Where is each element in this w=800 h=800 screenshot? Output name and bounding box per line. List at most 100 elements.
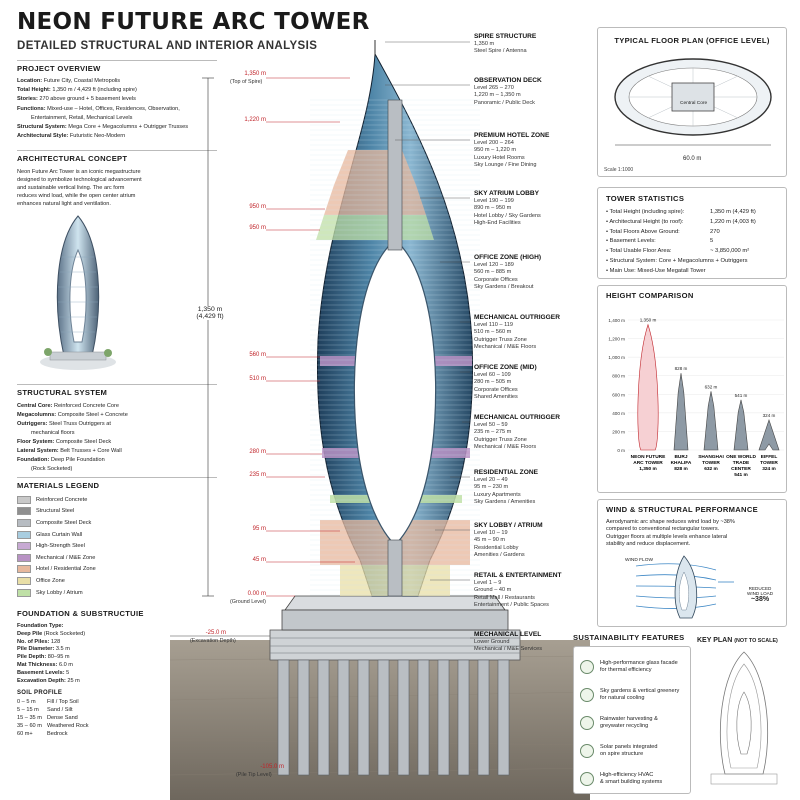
legend-item: Reinforced Concrete [17,494,217,506]
legend-heading: MATERIALS LEGEND [17,481,100,490]
zone-detail: Retail Mall / Restaurants [474,594,535,601]
zone-title: SPIRE STRUCTURE [474,33,537,40]
key-plan-note: (NOT TO SCALE) [734,638,778,644]
structural-row: Lateral System: Belt Trusses + Core Wall [17,448,122,454]
page-subtitle: DETAILED STRUCTURAL AND INTERIOR ANALYSI… [17,40,318,52]
zone-detail: Luxury Hotel Rooms [474,154,525,161]
overview-row: Entertainment, Retail, Mechanical Levels [31,114,133,121]
foundation-row: Basement Levels: 5 [17,669,70,676]
project-overview: PROJECT OVERVIEW Location: Future City, … [17,60,217,141]
height-tower-name: BURJ [674,454,687,460]
zone-detail: 560 m – 885 m [474,269,512,276]
height-tick: 800 m [612,374,625,379]
structural-heading: STRUCTURAL SYSTEM [17,388,108,397]
stat-row: • Basement Levels:5 [606,238,714,245]
zone-detail: Outrigger Truss Zone [474,336,527,343]
height-tower-value: 541 m [734,472,748,478]
height-bar-2 [703,391,719,451]
elev-510: 510 m [249,376,266,382]
zone-detail: Mechanical / M&E Floors [474,444,537,451]
elev-spire-note: (Top of Spire) [230,79,263,85]
sustain-icon [580,660,594,674]
overview-row: Architectural Style: Futuristic Neo-Mode… [17,133,126,140]
legend-item: Hotel / Residential Zone [17,564,217,576]
height-top-label: 1,350 m [640,318,657,323]
stat-row: • Main Use: Mixed-Use Megatall Tower [606,267,706,274]
zone-detail: Level 50 – 59 [474,422,508,428]
sustain-icon [580,772,594,786]
height-tower-name: EIFFEL [761,454,778,460]
wind-line: Aerodynamic arc shape reduces wind load … [606,519,735,525]
zone-detail: 95 m – 230 m [474,484,509,491]
zone-detail: Sky Gardens / Amenities [474,499,536,506]
overview-row: Structural System: Mega Core + Megacolum… [17,124,188,131]
zone-title: PREMIUM HOTEL ZONE [474,132,550,139]
concept-line: reduces wind load, while the open center… [17,193,136,199]
wind-diagram [635,555,734,619]
height-tower-name: SHANGHAI [698,454,724,460]
wind-performance: WIND & STRUCTURAL PERFORMANCE Aerodynami… [597,499,787,627]
height-heading: HEIGHT COMPARISON [606,291,694,300]
legend-label: Mechanical / M&E Zone [36,554,96,561]
zone-detail: Level 265 – 270 [474,85,514,91]
overview-row: Functions: Mixed-use – Hotel, Offices, R… [17,105,180,112]
key-plan-drawing [710,651,778,785]
stat-row: • Structural System: Core + Megacolumns … [606,257,748,264]
height-tower-value: 324 m [762,466,776,472]
zone-title: SKY LOBBY / ATRIUM [474,522,543,529]
zone-detail: Level 190 – 199 [474,198,514,204]
height-tower-name: TOWER [702,460,720,466]
zone-detail: Steel Spire / Antenna [474,48,527,55]
zone-detail: Corporate Offices [474,386,518,393]
concept-line: Neon Future Arc Tower is an iconic megas… [17,169,141,175]
foundation-row: No. of Piles: 128 [17,638,61,645]
legend-swatch [17,495,31,504]
zone-title: RESIDENTIAL ZONE [474,469,538,476]
height-tower-value: 828 m [674,466,688,472]
stats-heading: TOWER STATISTICS [606,194,685,203]
structural-system: STRUCTURAL SYSTEM Central Core: Reinforc… [17,384,217,474]
zone-detail: 1,220 m – 1,350 m [474,92,521,99]
zone-detail: Luxury Apartments [474,491,521,498]
elev-pile-note: (Pile Tip Level) [236,772,272,778]
zone-detail: Ground – 40 m [474,587,512,594]
overview-heading: PROJECT OVERVIEW [17,64,101,73]
zone-detail: Level 10 – 19 [474,530,508,536]
legend-item: Office Zone [17,575,217,587]
elev-235: 235 m [249,472,266,478]
height-top-label: 632 m [705,384,718,389]
zone-title: MECHANICAL OUTRIGGER [474,414,560,421]
zone-detail: 950 m – 1,220 m [474,147,516,154]
height-tower-name: NEON FUTURE [631,454,666,460]
zone-title: OFFICE ZONE (HIGH) [474,254,542,261]
legend-item: Sky Lobby / Atrium [17,587,217,599]
zone-detail: Corporate Offices [474,276,518,283]
height-top-label: 324 m [763,413,776,418]
zone-detail: Hotel Lobby / Sky Gardens [474,212,541,219]
elev-280: 280 m [249,449,266,455]
height-tower-name: TRADE [733,460,750,466]
structural-row: Outriggers: Steel Truss Outriggers at [17,421,111,427]
zone-detail: Level 120 – 189 [474,262,514,268]
elev-spire: 1,350 m [244,71,266,77]
height-bar-1 [673,373,689,451]
zone-detail: Residential Lobby [474,544,519,551]
key-plan: KEY PLAN (NOT TO SCALE) [697,637,792,794]
legend-item: Mechanical / M&E Zone [17,552,217,564]
elev-45: 45 m [252,557,266,563]
zone-detail: Outrigger Truss Zone [474,436,527,443]
elev-excavation: -25.0 m [205,630,226,636]
zone-title: SKY ATRIUM LOBBY [474,190,540,197]
stat-row: • Architectural Height (to roof):1,220 m… [606,218,756,225]
